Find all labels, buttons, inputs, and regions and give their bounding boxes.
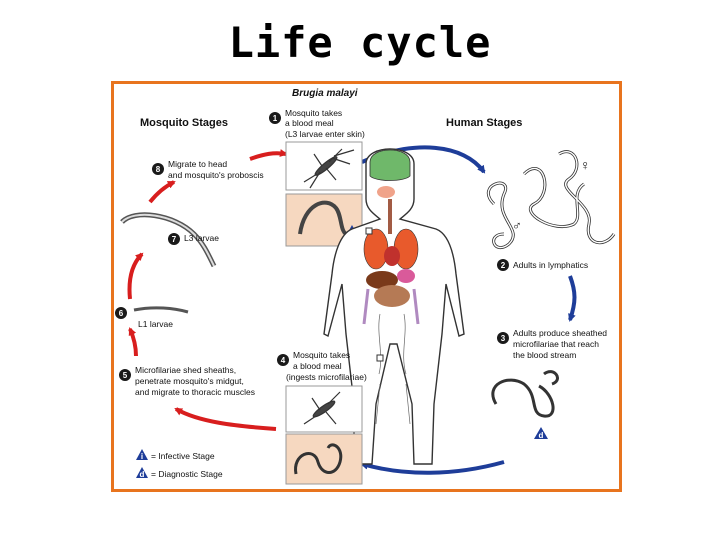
step-5-text-1: Microfilariae shed sheaths, xyxy=(135,365,236,375)
throat xyxy=(377,186,395,198)
step-3-text-3: the blood stream xyxy=(513,350,576,360)
step-3-badge xyxy=(497,332,509,344)
step-4-text-3: (ingests microfilariae) xyxy=(286,372,367,382)
life-cycle-diagram: Brugia malayi Mosquito Stages Human Stag… xyxy=(111,81,622,492)
step-1-number: 1 xyxy=(273,114,278,123)
female-symbol: ♀ xyxy=(580,157,591,173)
step-4-text-2: a blood meal xyxy=(293,361,342,371)
step-6-number: 6 xyxy=(119,309,124,318)
heart xyxy=(384,246,400,266)
mosquito-icon-bottom xyxy=(303,391,341,425)
step-6-badge xyxy=(115,307,127,319)
step-4-number: 4 xyxy=(281,356,286,365)
legend-infective-text: = Infective Stage xyxy=(151,451,215,461)
step-3-number: 3 xyxy=(501,334,506,343)
l3-larva-illustration-inner xyxy=(121,213,215,267)
step-1-text-3: (L3 larvae enter skin) xyxy=(285,129,365,139)
arrow-4-to-5 xyxy=(174,407,277,431)
arrow-5-to-6 xyxy=(128,327,138,357)
lymph-network xyxy=(375,313,411,425)
lymphatic-vessels xyxy=(362,288,420,325)
step-5-text-2: penetrate mosquito's midgut, xyxy=(135,376,244,386)
step-8-number: 8 xyxy=(156,165,161,174)
lung-left xyxy=(363,228,389,270)
legend-infective-icon xyxy=(136,449,148,460)
legend-diagnostic-text: = Diagnostic Stage xyxy=(151,469,223,479)
stomach xyxy=(397,269,415,283)
step-2-text: Adults in lymphatics xyxy=(513,260,588,270)
arrow-2-to-3 xyxy=(568,275,577,322)
step-4-text-1: Mosquito takes xyxy=(293,350,350,360)
bite-site-upper xyxy=(365,227,373,235)
male-symbol: ♂ xyxy=(512,218,522,233)
step-8-text-1: Migrate to head xyxy=(168,159,227,169)
legend: i = Infective Stage d = Diagnostic Stage xyxy=(136,449,223,479)
adult-worms-inner xyxy=(487,151,615,249)
step-7-badge xyxy=(168,233,180,245)
adult-worms-illustration xyxy=(486,150,616,249)
step-5-badge xyxy=(119,369,131,381)
step-1-text-1: Mosquito takes xyxy=(285,108,342,118)
intestines xyxy=(374,285,410,307)
arrow-8-to-1 xyxy=(249,149,288,161)
arrow-6-to-7 xyxy=(127,252,144,300)
diagnostic-badge xyxy=(534,427,548,439)
brain xyxy=(369,149,411,181)
sheathed-microfilaria xyxy=(491,370,559,418)
step-6-text: L1 larvae xyxy=(138,319,173,329)
diagram-canvas: Brugia malayi Mosquito Stages Human Stag… xyxy=(115,88,616,485)
step-7-number: 7 xyxy=(172,235,177,244)
step-2-number: 2 xyxy=(501,261,506,270)
legend-infective-symbol: i xyxy=(141,452,143,461)
arrow-3-to-4 xyxy=(360,460,505,475)
legend-diagnostic-symbol: d xyxy=(140,470,145,479)
step-2-badge xyxy=(497,259,509,271)
step-1-text-2: a blood meal xyxy=(285,118,334,128)
bite-site-lower xyxy=(376,354,384,362)
step-4-badge xyxy=(277,354,289,366)
mosquito-stages-header: Mosquito Stages xyxy=(140,117,228,129)
arrow-7-to-8 xyxy=(148,180,176,204)
human-stages-header: Human Stages xyxy=(446,117,522,129)
microfilaria-closeup xyxy=(294,443,343,475)
step-3-text-2: microfilariae that reach xyxy=(513,339,599,349)
step-5-number: 5 xyxy=(123,371,128,380)
l1-larva-illustration xyxy=(133,306,189,314)
step-1-badge xyxy=(269,112,281,124)
step-5-text-3: and migrate to thoracic muscles xyxy=(135,387,255,397)
step-3-text-1: Adults produce sheathed xyxy=(513,328,607,338)
l3-larva-closeup xyxy=(298,200,348,236)
diagnostic-badge-letter: d xyxy=(539,431,544,440)
human-body-figure xyxy=(323,148,465,465)
step-7-text: L3 larvae xyxy=(184,233,219,243)
step-8-text-2: and mosquito's proboscis xyxy=(168,170,264,180)
legend-diagnostic-icon xyxy=(136,467,148,478)
liver xyxy=(366,271,398,289)
step-8-badge xyxy=(152,163,164,175)
slide-title: Life cycle xyxy=(228,18,492,67)
species-label: Brugia malayi xyxy=(292,88,358,99)
mosquito-icon-top xyxy=(303,148,355,189)
